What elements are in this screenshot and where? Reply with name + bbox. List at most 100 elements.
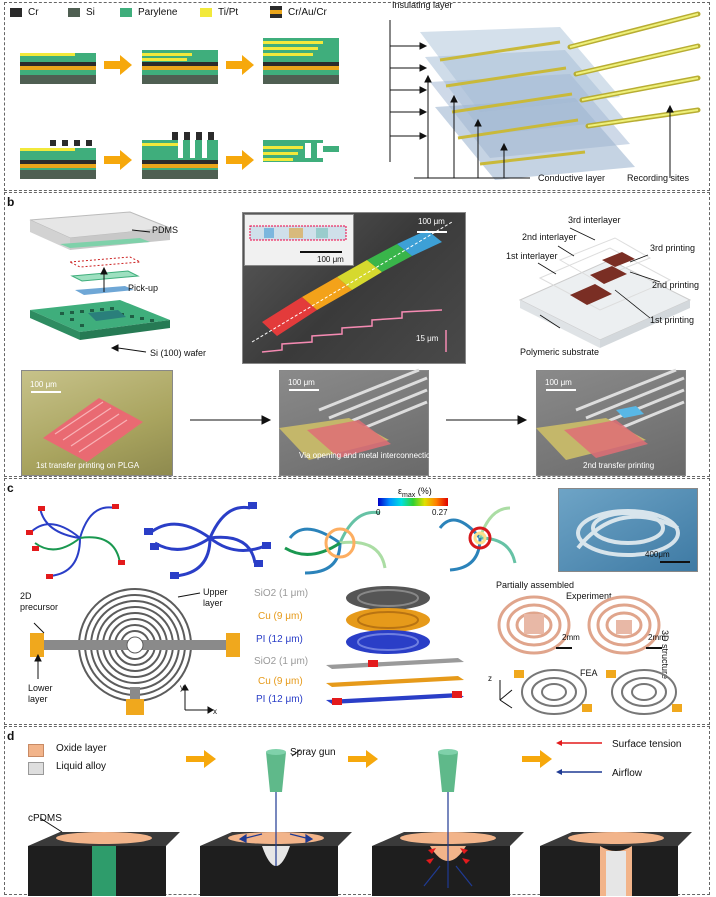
fea-axis-z: z	[488, 674, 492, 683]
recording-sites-label: Recording sites	[627, 173, 690, 183]
cpdms-label: cPDMS	[28, 813, 62, 824]
si-wafer-label: Si (100) wafer	[150, 348, 207, 358]
airflow-arrow-icon	[556, 769, 602, 775]
colorbar-min: 0	[376, 508, 381, 517]
legend-label-si: Si	[86, 7, 95, 18]
upper-layer-label-line1: Upper	[203, 587, 228, 597]
layer-stack-illustration	[326, 586, 464, 705]
emax-symbol: ε	[398, 486, 403, 496]
insulating-layer-label: Insulating layer	[392, 0, 453, 10]
polymeric-substrate-label: Polymeric substrate	[520, 347, 600, 357]
layer-label-3: PI (12 μm)	[256, 634, 303, 645]
surface-tension-label: Surface tension	[612, 739, 682, 750]
process-step-2	[142, 50, 218, 84]
legend-swatch-crauc	[270, 6, 282, 18]
sem-scale-label: 100 μm	[418, 217, 445, 226]
step-photo-3-sample	[536, 368, 685, 460]
spray-gun-label: Spray gun	[290, 747, 336, 758]
process-step-1	[20, 53, 96, 84]
printing-1-label: 1st printing	[650, 315, 695, 325]
cpdms-block-3	[372, 749, 524, 896]
step-3-caption: 2nd transfer printing	[583, 461, 655, 470]
layer-label-1: SiO2 (1 μm)	[254, 588, 309, 599]
legend-swatch-tipt	[200, 8, 212, 17]
legend-label-tipt: Ti/Pt	[218, 7, 239, 18]
cpdms-block-4	[540, 832, 692, 896]
oxide-label: Oxide layer	[56, 743, 107, 754]
interlayer-1-label: 1st interlayer	[506, 251, 558, 261]
interlayer-schematic	[518, 227, 692, 348]
rainbow-stack	[251, 221, 453, 353]
assembled-3d-render	[558, 488, 698, 572]
airflow-label: Airflow	[612, 768, 643, 779]
legend-label-cr: Cr	[28, 7, 39, 18]
step-1-caption: 1st transfer printing on PLGA	[36, 461, 140, 470]
step-photo-2-scale: 100 μm	[288, 378, 315, 387]
precursor-label-line1: 2D	[20, 591, 32, 601]
process-arrow	[104, 55, 254, 170]
experiment-scale-a: 2mm	[562, 633, 580, 642]
experiment-label: Experiment	[566, 591, 612, 601]
process-step-6	[263, 140, 339, 162]
panel-c	[4, 478, 710, 725]
colorbar-max: 0.27	[432, 508, 448, 517]
panel-d-label: d	[7, 729, 15, 743]
interlayer-2-label: 2nd interlayer	[522, 232, 577, 242]
conductive-layer-label: Conductive layer	[538, 173, 606, 183]
pdms-label: PDMS	[152, 225, 179, 235]
legend-label-parylene: Parylene	[138, 7, 178, 18]
cpdms-block-1	[28, 817, 180, 896]
spray-process-diagram	[28, 740, 692, 896]
sem-inset-strip	[249, 225, 347, 253]
liquid-label: Liquid alloy	[56, 761, 107, 772]
panel-b	[4, 192, 710, 477]
surface-tension-arrow-icon	[556, 740, 602, 746]
spiral-structures	[26, 502, 517, 579]
axis-y-label: y	[180, 683, 184, 692]
panel-b-label: b	[7, 195, 15, 209]
layer-label-4: SiO2 (1 μm)	[254, 656, 309, 667]
render-scale-label: 400μm	[645, 550, 670, 559]
legend-label-crauc: Cr/Au/Cr	[288, 7, 327, 18]
precursor-label-line2: precursor	[20, 602, 59, 612]
precursor-spiral	[30, 588, 240, 715]
step-photo-2-sample	[279, 368, 428, 460]
fea-label: FEA	[580, 668, 598, 678]
experiment-scale-b: 2mm	[648, 633, 666, 642]
emax-unit: (%)	[417, 486, 432, 496]
process-arrow-d	[186, 750, 552, 768]
step-2-caption: Via opening and metal interconnection	[299, 451, 435, 460]
fea-renders	[499, 669, 682, 715]
interlayer-3-label: 3rd interlayer	[568, 215, 621, 225]
panel-c-label: c	[7, 481, 14, 495]
step-photo-3-scale: 100 μm	[545, 378, 572, 387]
legend-swatch-cr	[10, 8, 22, 17]
legend-swatch-si	[68, 8, 80, 17]
pdms-transfer-illustration	[29, 211, 171, 353]
axis-x-label: x	[213, 707, 217, 716]
panel-d	[4, 726, 710, 895]
process-step-5	[142, 132, 218, 179]
strain-colorbar	[378, 498, 448, 506]
assembled-3d-render-lines	[576, 509, 690, 563]
process-step-3	[263, 38, 339, 84]
layer-label-2: Cu (9 μm)	[258, 611, 303, 622]
layer-label-6: PI (12 μm)	[256, 694, 303, 705]
panel-a	[4, 2, 710, 191]
process-step-4	[20, 140, 96, 179]
cpdms-block-2	[200, 749, 352, 896]
step-arrows	[190, 415, 528, 425]
panel-a-process-diagram	[20, 38, 339, 179]
lower-layer-label-line2: layer	[28, 694, 48, 704]
upper-layer-label-line2: layer	[203, 598, 223, 608]
partially-assembled-label: Partially assembled	[496, 580, 575, 590]
layer-label-5: Cu (9 μm)	[258, 676, 303, 687]
oxide-swatch	[28, 744, 44, 757]
inset-scale-label: 100 μm	[317, 255, 344, 264]
profile-scale-label: 15 μm	[416, 334, 439, 343]
probe-illustration	[389, 11, 701, 180]
liquid-swatch	[28, 762, 44, 775]
emax-subscript: max	[402, 491, 416, 499]
experiment-photos	[497, 595, 662, 655]
